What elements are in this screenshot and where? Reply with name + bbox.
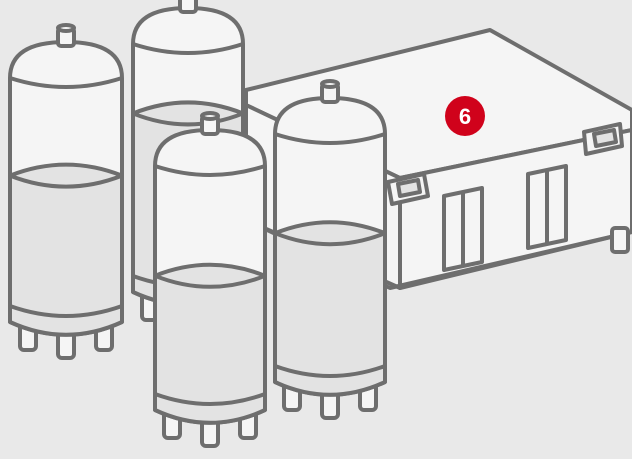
building-leg xyxy=(612,228,628,252)
callout-number: 6 xyxy=(459,104,471,129)
door-left xyxy=(444,188,482,270)
tank-nozzle xyxy=(180,0,196,12)
tank-nozzle-cap xyxy=(202,113,218,119)
tank-front-middle xyxy=(155,113,265,446)
tank-nozzle-cap xyxy=(322,81,338,87)
door-right xyxy=(528,166,566,248)
callout-badge: 6 xyxy=(445,96,485,136)
tank-front-right xyxy=(275,81,385,418)
tank-back-left xyxy=(10,25,122,358)
tank-liquid xyxy=(275,222,385,395)
tank-nozzle-cap xyxy=(58,25,74,31)
